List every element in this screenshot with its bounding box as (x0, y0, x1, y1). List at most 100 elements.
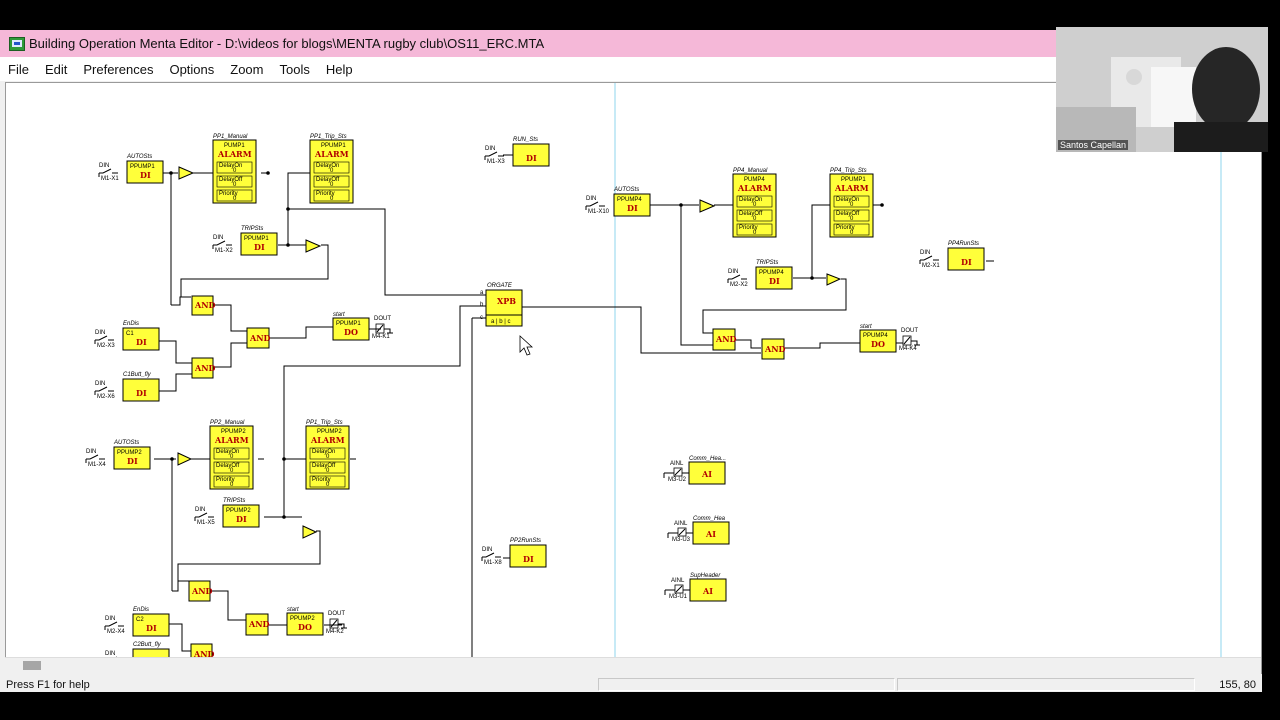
menu-zoom[interactable]: Zoom (230, 61, 264, 77)
svg-text:SupHeader: SupHeader (690, 573, 721, 579)
svg-text:0: 0 (753, 216, 757, 222)
svg-text:DIN: DIN (195, 507, 205, 513)
svg-text:EnDis: EnDis (123, 321, 139, 327)
svg-text:C2: C2 (136, 617, 144, 623)
menu-options[interactable]: Options (169, 61, 215, 77)
svg-text:DelayOn: DelayOn (739, 197, 762, 203)
alarm-block-4[interactable]: PP1_Trip_StsPPUMP2ALARMDelayOn0DelayOff0… (305, 420, 350, 490)
alarm-block-6[interactable]: PP4_Trip_StsPPUMP1ALARMDelayOn0DelayOff0… (829, 168, 874, 238)
svg-text:0: 0 (753, 202, 757, 208)
svg-text:AND: AND (194, 363, 216, 373)
svg-text:DI: DI (523, 554, 534, 564)
svg-text:M4-K2: M4-K2 (326, 629, 344, 635)
svg-text:AI: AI (702, 586, 713, 596)
svg-text:Priority: Priority (836, 225, 855, 231)
svg-text:EnDis: EnDis (133, 607, 149, 613)
and-gate-1[interactable]: AND (191, 295, 216, 316)
svg-text:DI: DI (140, 170, 151, 180)
svg-text:M1-X8: M1-X8 (484, 560, 502, 566)
svg-text:C1: C1 (126, 331, 134, 337)
analog-input-blocks: Comm_Hea...AIAINLM3-U2Comm_HeaAIAINLM3-U… (663, 456, 730, 602)
alarm-block-1[interactable]: PP1_ManualPUMP1ALARMDelayOn0DelayOff0Pri… (212, 134, 257, 204)
svg-text:ALARM: ALARM (314, 149, 349, 159)
svg-text:DIN: DIN (482, 547, 492, 553)
svg-text:AND: AND (248, 619, 270, 629)
alarm-block-5[interactable]: PP4_ManualPUMP4ALARMDelayOn0DelayOff0Pri… (732, 168, 777, 238)
scrollbar-thumb[interactable] (23, 661, 41, 670)
svg-text:DIN: DIN (586, 196, 596, 202)
webcam-video (1056, 27, 1268, 152)
svg-text:ALARM: ALARM (214, 435, 249, 445)
and-gate-5[interactable]: AND (245, 613, 270, 636)
diagram-canvas[interactable]: AND AND AND AND AND AND AND AND ORGATE X… (5, 82, 1262, 674)
svg-text:DI: DI (254, 242, 265, 252)
svg-text:PPUMP1: PPUMP1 (841, 177, 866, 183)
svg-text:DelayOff: DelayOff (836, 211, 860, 217)
svg-text:0: 0 (233, 182, 237, 188)
buffer-gates (177, 166, 842, 539)
svg-text:0: 0 (230, 468, 234, 474)
menu-file[interactable]: File (8, 61, 29, 77)
svg-text:Priority: Priority (312, 477, 331, 483)
title-bar: Building Operation Menta Editor - D:\vid… (0, 30, 1056, 57)
svg-text:AINL: AINL (674, 521, 688, 527)
alarm-block-3[interactable]: PP2_ManualPPUMP2ALARMDelayOn0DelayOff0Pr… (209, 420, 254, 490)
svg-text:AUTOSts: AUTOSts (613, 187, 639, 193)
svg-text:DI: DI (136, 337, 147, 347)
status-pane (897, 678, 1195, 691)
alarm-block-2[interactable]: PP1_Trip_StsPPUMP1ALARMDelayOn0DelayOff0… (309, 134, 354, 204)
svg-text:0: 0 (330, 168, 334, 174)
svg-text:DelayOff: DelayOff (219, 177, 243, 183)
menu-preferences[interactable]: Preferences (83, 61, 154, 77)
editor-window: Building Operation Menta Editor - D:\vid… (0, 30, 1262, 692)
svg-text:DIN: DIN (485, 146, 495, 152)
menu-edit[interactable]: Edit (44, 61, 68, 77)
and-gate-3[interactable]: AND (191, 357, 216, 379)
svg-text:0: 0 (850, 216, 854, 222)
and-gate-8[interactable]: AND (761, 338, 786, 360)
svg-text:DelayOn: DelayOn (219, 163, 242, 169)
and-gate-6[interactable]: AND (190, 643, 215, 658)
menu-help[interactable]: Help (325, 61, 353, 77)
svg-text:PP1_Trip_Sts: PP1_Trip_Sts (310, 134, 347, 140)
svg-text:AINL: AINL (671, 578, 685, 584)
svg-text:AI: AI (705, 529, 716, 539)
and-gate-2[interactable]: AND (246, 327, 271, 349)
and-gate-7[interactable]: AND (712, 328, 737, 351)
svg-text:TRIPSts: TRIPSts (223, 498, 245, 504)
svg-text:M1-X5: M1-X5 (197, 520, 215, 526)
and-gate-4[interactable]: AND (188, 580, 213, 602)
svg-text:DO: DO (298, 622, 312, 632)
orgate-xpb-block[interactable]: ORGATE XPB a | b | c a b c (480, 283, 523, 327)
svg-text:AND: AND (715, 334, 737, 344)
svg-text:M1-X4: M1-X4 (88, 462, 106, 468)
svg-text:0: 0 (326, 454, 330, 460)
menu-tools[interactable]: Tools (279, 61, 310, 77)
svg-text:PPUMP1: PPUMP1 (244, 236, 269, 242)
horizontal-scrollbar[interactable] (5, 657, 1261, 674)
svg-text:a | b | c: a | b | c (491, 319, 510, 325)
svg-text:DelayOff: DelayOff (739, 211, 763, 217)
svg-text:M2-X6: M2-X6 (97, 394, 115, 400)
svg-text:M1-X1: M1-X1 (101, 176, 119, 182)
